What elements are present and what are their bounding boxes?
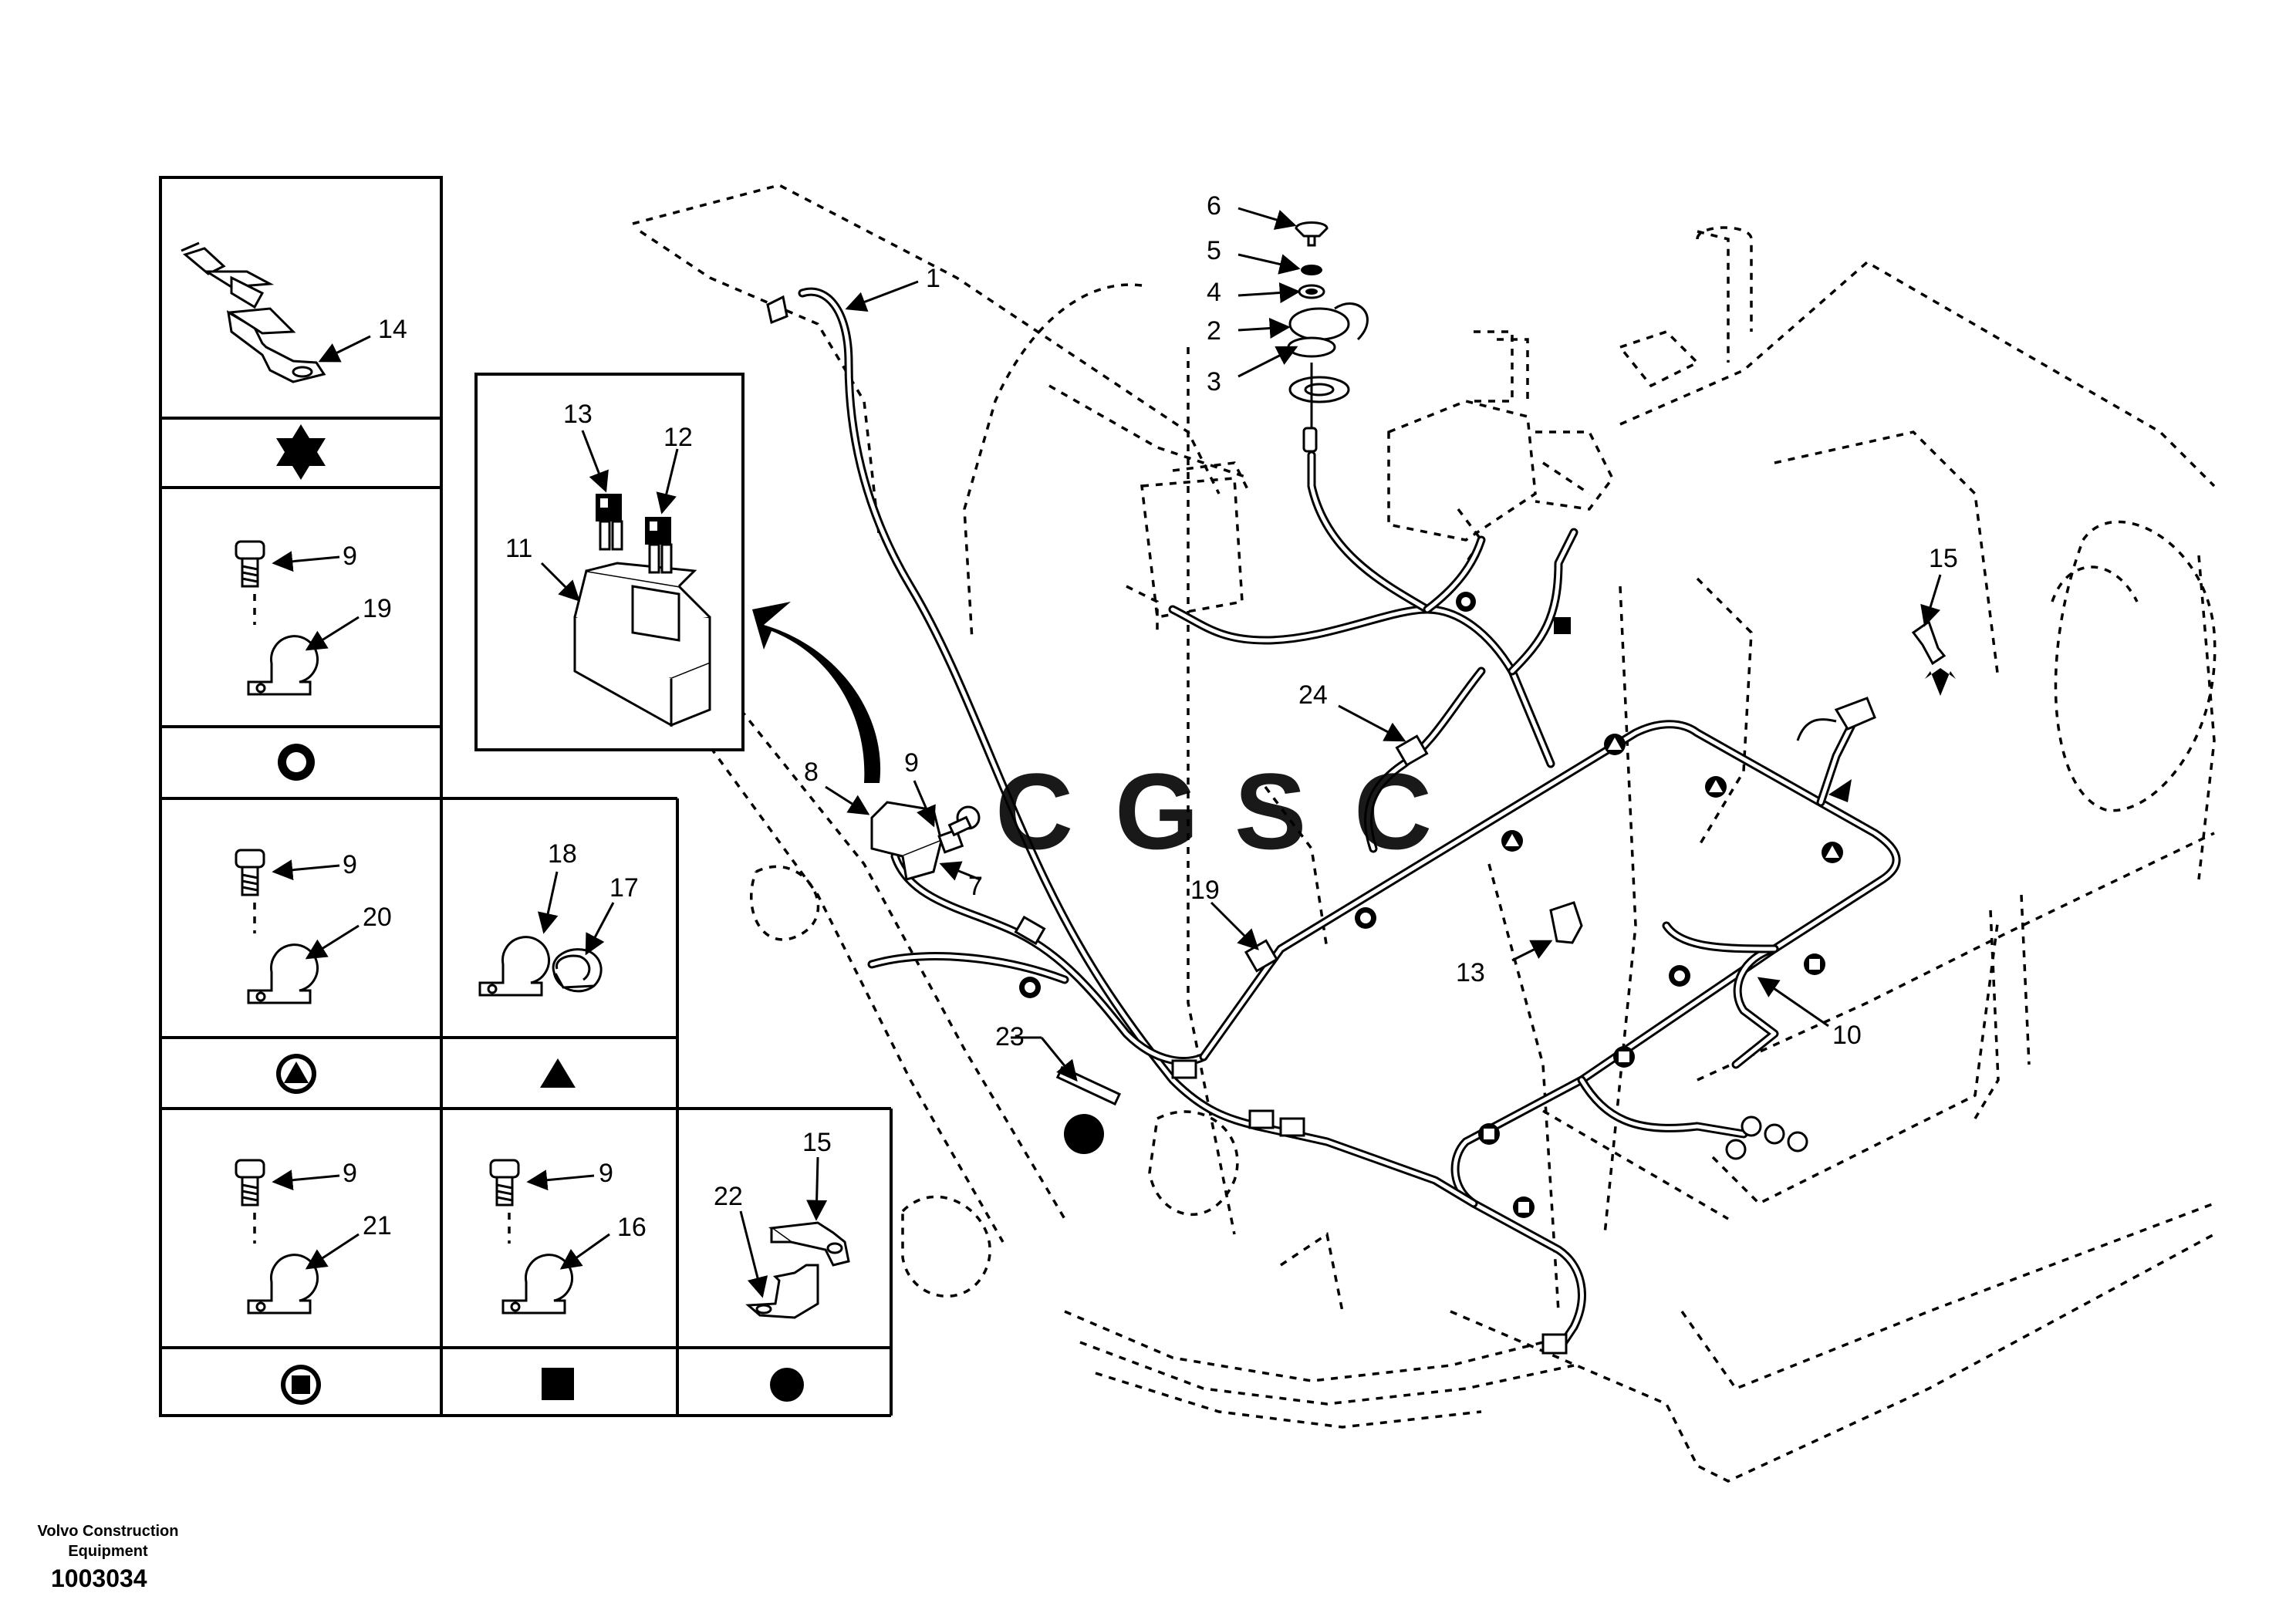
legend-symbol-star (276, 424, 326, 480)
callout-18: 18 (548, 839, 577, 869)
callout-22: 22 (714, 1182, 743, 1211)
callout-9-legend-c: 9 (343, 1159, 357, 1188)
bracket-15-on-drawing (1911, 619, 1947, 666)
relay-bracket-assembly (870, 801, 981, 881)
callout-11: 11 (505, 534, 532, 563)
legend-cell-9-16 (489, 1159, 610, 1315)
callout-21: 21 (363, 1211, 392, 1240)
callout-20: 20 (363, 903, 392, 932)
callout-24: 24 (1298, 680, 1328, 710)
clip-13-on-drawing (1549, 901, 1583, 944)
connector-right-top (1796, 697, 1876, 741)
callout-9-main: 9 (904, 748, 919, 778)
callout-9-legend-b: 9 (343, 850, 357, 879)
wiring-harness (798, 287, 1901, 1355)
legend-symbol-square-in-circle (281, 1365, 321, 1405)
callout-15-main: 15 (1929, 544, 1958, 573)
fuel-sender-assembly (1287, 221, 1369, 453)
callout-16: 16 (617, 1213, 647, 1242)
fuse-13 (596, 494, 623, 551)
detail-reference-arrow (752, 602, 881, 783)
callout-1: 1 (926, 264, 940, 293)
callout-8: 8 (804, 758, 819, 787)
callout-6: 6 (1207, 191, 1221, 221)
watermark-letter-3: S (1234, 751, 1306, 872)
callout-17: 17 (609, 873, 639, 903)
callout-labels: 1 6 5 4 2 3 13 12 11 9 8 7 24 19 13 10 1… (343, 191, 1958, 1242)
legend-symbol-triangle (540, 1058, 576, 1088)
callout-10: 10 (1832, 1021, 1862, 1050)
legend-symbol-filled-circle (770, 1368, 804, 1402)
manufacturer-label: Volvo Construction Equipment (37, 1523, 179, 1560)
leader-arrows (825, 207, 1942, 1082)
legend-cell-22-15 (739, 1156, 850, 1319)
harness-clip-markers (1019, 592, 1956, 1218)
legend-cell-9-19 (235, 540, 360, 696)
fuse-12 (645, 517, 673, 574)
harness-connector-1 (766, 295, 788, 325)
callout-3: 3 (1207, 367, 1221, 397)
callout-4: 4 (1207, 278, 1221, 307)
callout-13-detail: 13 (563, 400, 593, 429)
callout-15-legend: 15 (802, 1128, 832, 1157)
connector-bottom (1541, 1333, 1568, 1355)
connector-cluster-left (1014, 915, 1305, 1137)
callout-2: 2 (1207, 316, 1221, 346)
connector-cluster-right (1725, 1115, 1808, 1160)
callout-19-legend: 19 (363, 594, 392, 623)
legend-cell-14 (181, 241, 371, 383)
watermark-letter-1: C (995, 751, 1073, 872)
relay-detail-box (474, 373, 745, 751)
callout-9-legend-d: 9 (599, 1159, 613, 1188)
watermark-letter-4: C (1354, 751, 1432, 872)
legend-grid (159, 176, 893, 1417)
machine-outline (632, 184, 2217, 1483)
callout-23: 23 (995, 1022, 1025, 1051)
callout-14: 14 (378, 315, 407, 344)
legend-cell-18-17 (478, 871, 615, 997)
callout-7: 7 (968, 872, 983, 901)
callout-5: 5 (1207, 236, 1221, 265)
legend-cell-9-20 (235, 849, 360, 1004)
callout-12: 12 (663, 423, 693, 452)
drawing-number: 1003034 (51, 1564, 147, 1592)
callout-9-legend-a: 9 (343, 542, 357, 571)
legend-symbol-ring (278, 744, 315, 781)
callout-19-main: 19 (1190, 876, 1220, 905)
legend-cell-9-21 (235, 1159, 360, 1315)
clip-24-on-drawing (1395, 734, 1429, 767)
watermark-letter-2: G (1115, 751, 1199, 872)
legend-symbol-square (542, 1368, 574, 1400)
legend-symbol-triangle-in-circle (276, 1054, 316, 1094)
callout-13-main: 13 (1456, 958, 1485, 987)
